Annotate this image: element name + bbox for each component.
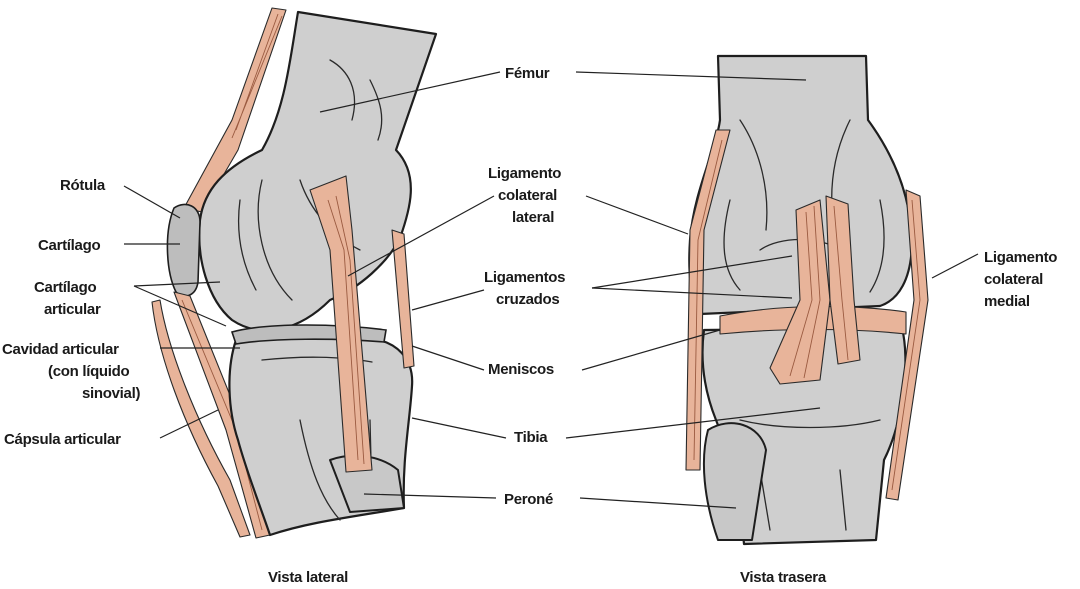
rear-lateral-collateral-ligament — [685, 129, 731, 471]
label-cavidad-3: sinovial) — [82, 385, 140, 402]
rear-fibula — [702, 422, 767, 541]
captions: Vista lateral Vista trasera — [268, 569, 827, 586]
rear-view — [685, 54, 929, 546]
label-lig-colateral-medial-2: colateral — [984, 271, 1043, 288]
labels: Fémur Rótula Cartílago Cartílago articul… — [2, 65, 1058, 508]
label-lig-colateral-lateral-1: Ligamento — [488, 165, 561, 182]
label-tibia: Tibia — [514, 429, 548, 446]
lateral-capsule-band — [151, 299, 251, 538]
lateral-view — [151, 7, 438, 539]
lateral-posterior-ligament — [391, 229, 415, 369]
caption-vista-trasera: Vista trasera — [740, 569, 827, 586]
label-capsula: Cápsula articular — [4, 431, 121, 448]
rear-cruciate-ligament-a — [769, 199, 831, 385]
label-lig-colateral-medial-1: Ligamento — [984, 249, 1057, 266]
label-cartilago: Cartílago — [38, 237, 100, 254]
lateral-patella — [166, 203, 201, 297]
label-lig-cruzados-2: cruzados — [496, 291, 559, 308]
label-cavidad-1: Cavidad articular — [2, 341, 119, 358]
label-lig-colateral-medial-3: medial — [984, 293, 1030, 310]
label-perone: Peroné — [504, 491, 553, 508]
label-rotula: Rótula — [60, 177, 106, 194]
lateral-collateral-ligament — [309, 175, 373, 473]
label-cavidad-2: (con líquido — [48, 363, 130, 380]
label-lig-colateral-lateral-2: colateral — [498, 187, 557, 204]
label-cartilago-articular-2: articular — [44, 301, 101, 318]
leader-lines — [123, 71, 979, 509]
rear-femur — [688, 54, 914, 316]
label-cartilago-articular-1: Cartílago — [34, 279, 96, 296]
caption-vista-lateral: Vista lateral — [268, 569, 348, 586]
label-meniscos: Meniscos — [488, 361, 554, 378]
label-lig-cruzados-1: Ligamentos — [484, 269, 565, 286]
rear-cruciate-ligament-b — [825, 195, 861, 365]
label-lig-colateral-lateral-3: lateral — [512, 209, 554, 226]
label-femur: Fémur — [505, 65, 550, 82]
